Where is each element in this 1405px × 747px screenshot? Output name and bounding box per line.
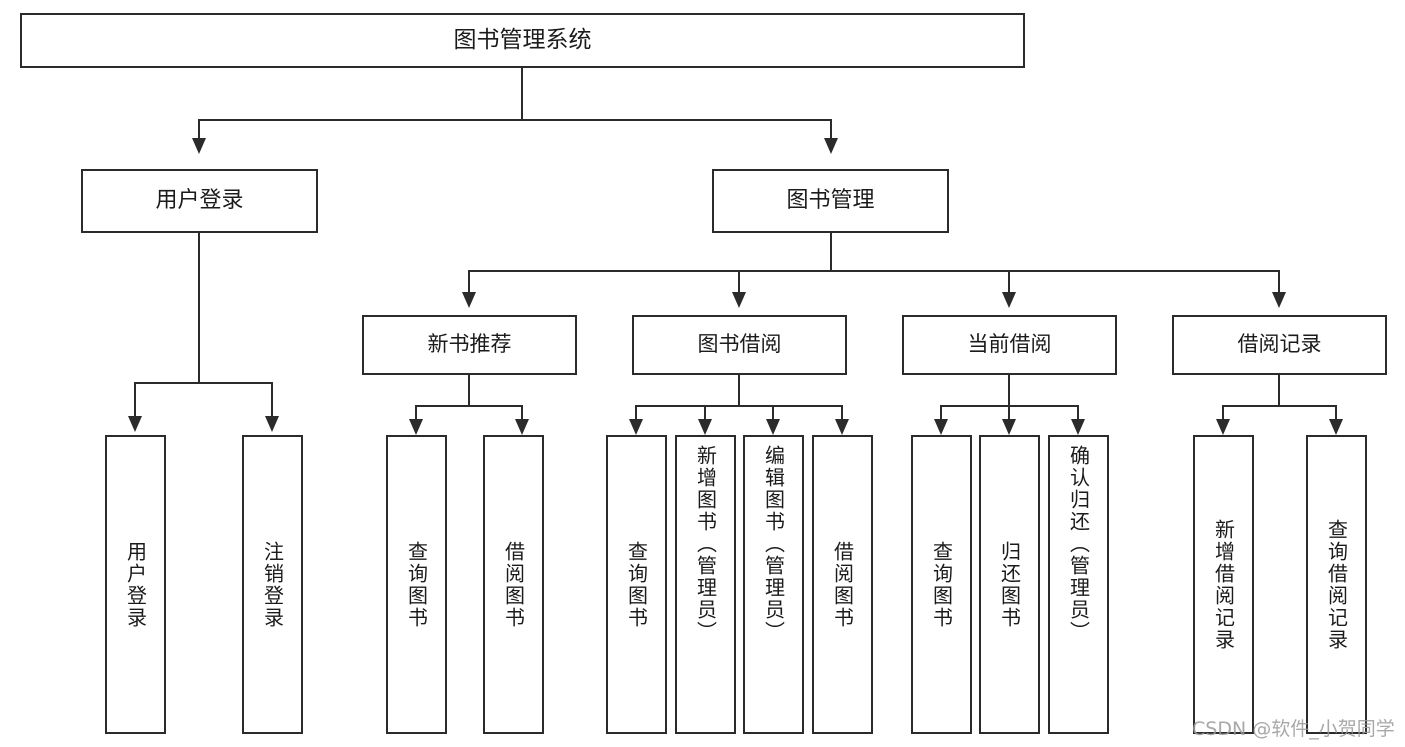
node-book-borrow[interactable]: 图书借阅 bbox=[632, 315, 847, 375]
leaf-add-book-admin[interactable]: 新增图书（管理员） bbox=[675, 435, 736, 734]
edge-borrow-record-drop-1 bbox=[1335, 405, 1337, 425]
edge-new-book-drop-1 bbox=[521, 405, 523, 425]
arrow-to-leaf-query-book-3 bbox=[934, 419, 948, 435]
node-label: 查询图书 bbox=[404, 540, 429, 629]
edge-user-login-stem bbox=[198, 233, 200, 383]
edge-root-stem bbox=[521, 68, 523, 120]
node-label: 借阅图书 bbox=[830, 540, 855, 629]
leaf-query-book-borrow[interactable]: 查询图书 bbox=[606, 435, 667, 734]
arrow-to-leaf-query-book-1 bbox=[409, 419, 423, 435]
node-borrow-record[interactable]: 借阅记录 bbox=[1172, 315, 1387, 375]
edge-book-borrow-stem bbox=[738, 375, 740, 406]
leaf-borrow-book[interactable]: 借阅图书 bbox=[812, 435, 873, 734]
node-label: 当前借阅 bbox=[967, 332, 1052, 357]
leaf-query-borrow-record[interactable]: 查询借阅记录 bbox=[1306, 435, 1367, 734]
edge-book-borrow-drop-2 bbox=[772, 405, 774, 425]
edge-book-borrow-bus bbox=[635, 405, 843, 407]
node-label: 借阅图书 bbox=[501, 540, 526, 629]
arrow-to-leaf-edit-book bbox=[766, 419, 780, 435]
node-current-borrow[interactable]: 当前借阅 bbox=[902, 315, 1117, 375]
node-label: 注销登录 bbox=[260, 540, 285, 629]
arrow-to-leaf-query-record bbox=[1329, 419, 1343, 435]
arrow-to-leaf-query-book-2 bbox=[629, 419, 643, 435]
node-label: 图书管理 bbox=[786, 187, 875, 213]
node-label: 查询图书 bbox=[624, 540, 649, 629]
arrow-to-current-borrow bbox=[1002, 292, 1016, 308]
node-book-manage[interactable]: 图书管理 bbox=[712, 169, 949, 233]
leaf-user-login[interactable]: 用户登录 bbox=[105, 435, 166, 734]
node-label: 查询图书 bbox=[929, 540, 954, 629]
edge-user-login-bus bbox=[134, 382, 271, 384]
edge-new-book-drop-0 bbox=[415, 405, 417, 425]
edge-book-manage-stem bbox=[830, 233, 832, 271]
node-label: 确认归还（管理员） bbox=[1066, 445, 1091, 643]
edge-book-borrow-drop-3 bbox=[841, 405, 843, 425]
node-label: 图书借阅 bbox=[697, 332, 782, 357]
edge-user-login-drop-1 bbox=[271, 382, 273, 418]
edge-borrow-record-drop-0 bbox=[1222, 405, 1224, 425]
arrow-to-leaf-borrow-book-1 bbox=[515, 419, 529, 435]
arrow-to-leaf-add-record bbox=[1216, 419, 1230, 435]
leaf-edit-book-admin[interactable]: 编辑图书（管理员） bbox=[743, 435, 804, 734]
node-label: 新增图书（管理员） bbox=[693, 445, 718, 643]
watermark-text: CSDN @软件_小贺同学 bbox=[1192, 718, 1395, 740]
edge-level2-bus bbox=[198, 119, 832, 121]
edge-book-borrow-drop-0 bbox=[635, 405, 637, 425]
edge-new-book-stem bbox=[468, 375, 470, 406]
node-label: 用户登录 bbox=[123, 540, 148, 629]
node-label: 编辑图书（管理员） bbox=[761, 445, 786, 643]
leaf-query-book-recommend[interactable]: 查询图书 bbox=[386, 435, 447, 734]
node-label: 查询借阅记录 bbox=[1324, 518, 1349, 651]
node-new-book-recommend[interactable]: 新书推荐 bbox=[362, 315, 577, 375]
arrow-to-leaf-logout bbox=[265, 416, 279, 432]
edge-level3-drop-3 bbox=[1278, 270, 1280, 294]
arrow-to-book-borrow bbox=[732, 292, 746, 308]
edge-current-borrow-drop-1 bbox=[1008, 405, 1010, 425]
node-root-system[interactable]: 图书管理系统 bbox=[20, 13, 1025, 68]
edge-current-borrow-drop-0 bbox=[940, 405, 942, 425]
arrow-to-book-manage bbox=[824, 138, 838, 154]
arrow-to-leaf-add-book bbox=[698, 419, 712, 435]
edge-current-borrow-stem bbox=[1008, 375, 1010, 406]
leaf-borrow-book-recommend[interactable]: 借阅图书 bbox=[483, 435, 544, 734]
arrow-to-leaf-user-login bbox=[128, 416, 142, 432]
node-label: 新增借阅记录 bbox=[1211, 518, 1236, 651]
node-label: 借阅记录 bbox=[1237, 332, 1322, 357]
arrow-to-new-book-recommend bbox=[462, 292, 476, 308]
leaf-logout[interactable]: 注销登录 bbox=[242, 435, 303, 734]
edge-borrow-record-stem bbox=[1278, 375, 1280, 406]
leaf-add-borrow-record[interactable]: 新增借阅记录 bbox=[1193, 435, 1254, 734]
edge-current-borrow-drop-2 bbox=[1077, 405, 1079, 425]
arrow-to-user-login bbox=[192, 138, 206, 154]
edge-level2-drop-1 bbox=[830, 119, 832, 141]
edge-level3-drop-1 bbox=[738, 270, 740, 294]
edge-user-login-drop-0 bbox=[134, 382, 136, 418]
node-label: 归还图书 bbox=[997, 540, 1022, 629]
arrow-to-leaf-confirm-return bbox=[1071, 419, 1085, 435]
leaf-query-book-current[interactable]: 查询图书 bbox=[911, 435, 972, 734]
edge-level3-drop-2 bbox=[1008, 270, 1010, 294]
node-label: 图书管理系统 bbox=[453, 27, 592, 54]
node-label: 用户登录 bbox=[155, 187, 244, 213]
edge-level2-drop-0 bbox=[198, 119, 200, 141]
edge-borrow-record-bus bbox=[1222, 405, 1337, 407]
arrow-to-borrow-record bbox=[1272, 292, 1286, 308]
node-user-login[interactable]: 用户登录 bbox=[81, 169, 318, 233]
node-label: 新书推荐 bbox=[427, 332, 512, 357]
edge-book-borrow-drop-1 bbox=[704, 405, 706, 425]
edge-level3-drop-0 bbox=[468, 270, 470, 294]
leaf-return-book[interactable]: 归还图书 bbox=[979, 435, 1040, 734]
arrow-to-leaf-return-book bbox=[1002, 419, 1016, 435]
edge-level3-bus bbox=[468, 270, 1280, 272]
edge-new-book-bus bbox=[415, 405, 523, 407]
arrow-to-leaf-borrow-book-2 bbox=[835, 419, 849, 435]
leaf-confirm-return-admin[interactable]: 确认归还（管理员） bbox=[1048, 435, 1109, 734]
